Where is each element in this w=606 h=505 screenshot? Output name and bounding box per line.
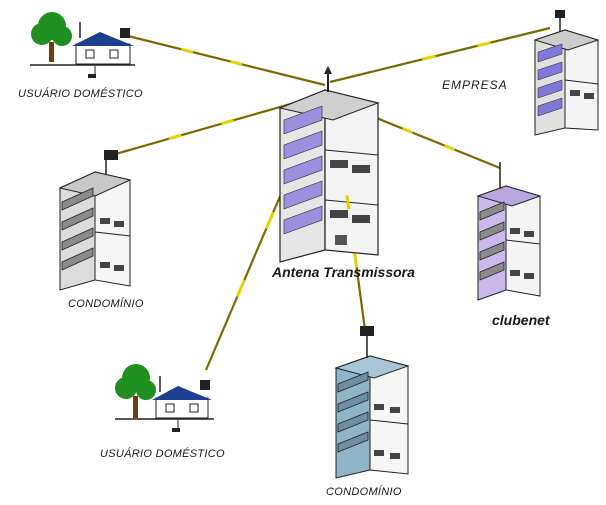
signal-highlight [264,211,275,230]
clubenet-building [476,162,542,301]
link-house-top [127,34,326,87]
signal-highlight [180,47,194,54]
signal-highlight [345,195,351,210]
signal-highlight [443,144,456,152]
label-house-bottom: USUÁRIO DOMÉSTICO [100,448,225,460]
house-top [30,12,135,78]
signal-highlight [168,133,182,141]
signal-highlight [477,41,491,48]
condo-left-building [58,150,132,291]
house-bottom [115,364,214,432]
label-empresa: EMPRESA [442,78,508,92]
signal-highlight [230,60,243,66]
signal-highlight [235,279,246,298]
condo-bottom-building [334,326,410,479]
signal-highlight [353,253,359,268]
link-empresa [329,26,551,84]
signal-highlight [401,127,414,135]
empresa-building [533,10,600,136]
signal-highlight [422,54,436,61]
signal-highlight [220,118,235,126]
hub-building [278,66,380,263]
label-condo-left: CONDOMÍNIO [68,298,144,310]
label-condo-bottom: CONDOMÍNIO [326,486,402,498]
label-house-top: USUÁRIO DOMÉSTICO [18,88,143,100]
label-hub: Antena Transmissora [272,264,415,280]
label-clubenet: clubenet [492,312,550,328]
